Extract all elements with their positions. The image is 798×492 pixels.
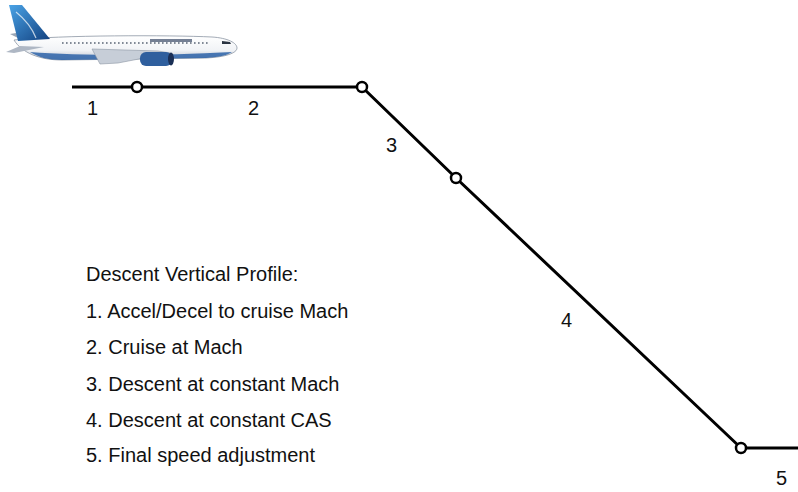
profile-line: [72, 87, 798, 448]
legend-item: 5. Final speed adjustment: [86, 443, 315, 467]
callout-number: 1: [87, 96, 98, 120]
callout-number: 5: [776, 466, 787, 490]
legend-heading: Descent Vertical Profile:: [86, 262, 298, 286]
callout-number: 2: [248, 96, 259, 120]
legend-item: 3. Descent at constant Mach: [86, 372, 339, 396]
airplane-picture: [6, 5, 237, 66]
callout-number: 3: [386, 133, 397, 157]
legend-item: 4. Descent at constant CAS: [86, 408, 332, 432]
callout-number: 4: [561, 308, 572, 332]
legend-item: 2. Cruise at Mach: [86, 335, 243, 359]
legend-item: 1. Accel/Decel to cruise Mach: [86, 299, 348, 323]
